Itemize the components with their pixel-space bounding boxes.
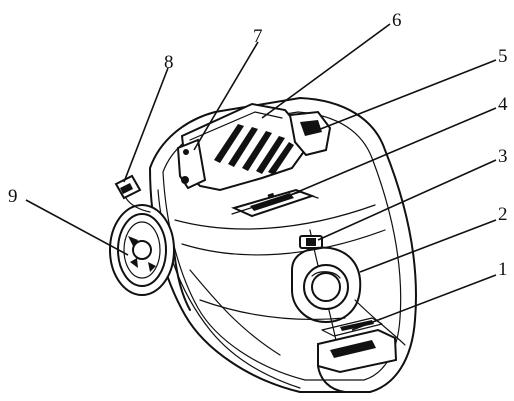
leader-lines [25, 23, 497, 331]
cord-plug [114, 174, 151, 213]
leader-4 [287, 107, 497, 197]
carry-handle-grille [176, 102, 307, 192]
callout-8: 8 [164, 52, 174, 73]
callout-4: 4 [498, 94, 508, 115]
leader-3 [317, 159, 497, 241]
callout-6: 6 [392, 10, 402, 31]
leader-5 [317, 59, 497, 131]
rear-wheel [109, 204, 191, 311]
leader-8 [123, 67, 169, 183]
cover-latch [288, 110, 332, 157]
callout-2: 2 [498, 204, 508, 225]
power-button [291, 246, 362, 323]
indicator-window [299, 235, 323, 249]
callout-labels: 1 2 3 4 5 6 7 8 9 [8, 10, 508, 280]
callout-3: 3 [498, 146, 508, 167]
leader-9 [25, 199, 129, 256]
callout-5: 5 [498, 46, 508, 67]
hose-inlet [317, 317, 398, 393]
vacuum-body [149, 97, 417, 393]
leader-6 [261, 23, 391, 119]
callout-9: 9 [8, 186, 18, 207]
callout-7: 7 [253, 26, 263, 47]
leader-1 [351, 274, 497, 331]
callout-1: 1 [498, 259, 508, 280]
control-strip [231, 188, 319, 218]
leader-2 [359, 219, 497, 273]
leader-7 [193, 41, 259, 151]
